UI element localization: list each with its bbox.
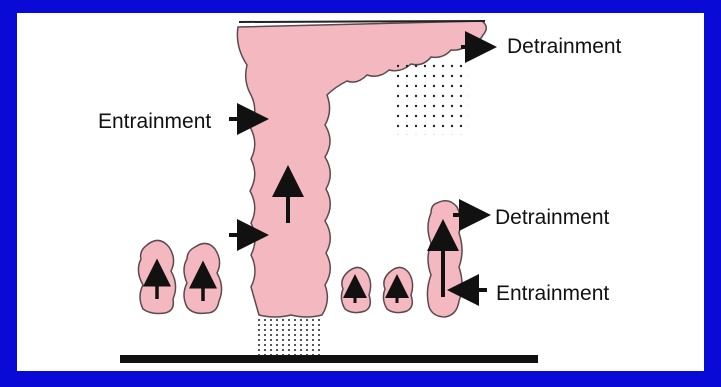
ground-line bbox=[120, 355, 538, 363]
label-entrainment-right: Entrainment bbox=[496, 283, 609, 304]
label-detrainment-top: Detrainment bbox=[507, 36, 621, 57]
label-entrainment-left: Entrainment bbox=[98, 111, 211, 132]
detrainment-stipple bbox=[397, 61, 469, 135]
subcloud-stipple bbox=[258, 317, 324, 357]
convection-diagram bbox=[17, 13, 704, 371]
label-detrainment-right: Detrainment bbox=[495, 207, 609, 228]
diagram-panel: Detrainment Entrainment Detrainment Entr… bbox=[17, 13, 704, 371]
